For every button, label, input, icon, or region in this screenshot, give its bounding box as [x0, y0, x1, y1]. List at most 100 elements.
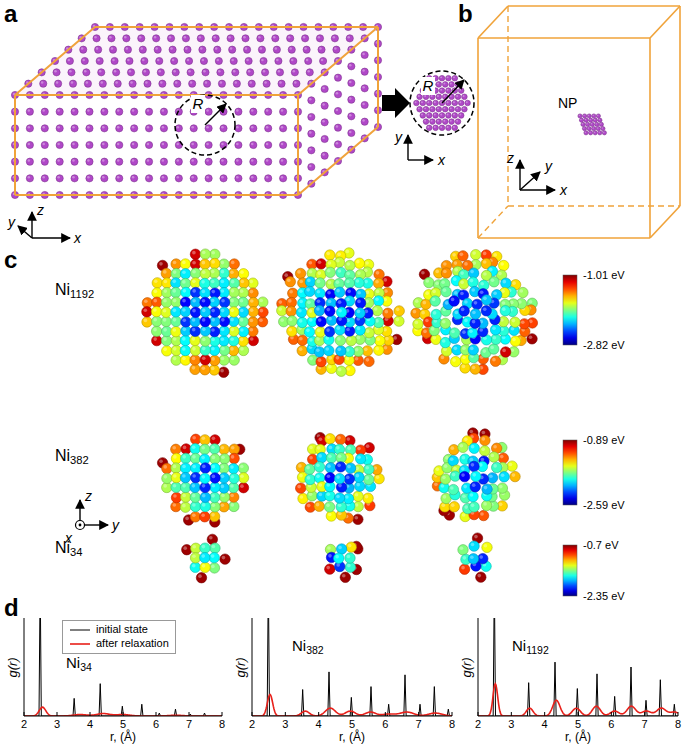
- atom-highlight: [102, 176, 105, 179]
- atom: [446, 113, 452, 119]
- atom: [316, 357, 326, 367]
- atom-highlight: [183, 289, 187, 293]
- atom-highlight: [328, 300, 332, 304]
- atom-highlight: [192, 474, 196, 478]
- atom: [220, 141, 227, 148]
- atom-highlight: [529, 300, 533, 304]
- atom: [229, 492, 239, 502]
- atom: [131, 141, 138, 148]
- atom: [459, 279, 469, 289]
- atom: [202, 69, 209, 76]
- atom: [321, 102, 328, 109]
- atom: [334, 287, 344, 297]
- atom: [581, 122, 585, 126]
- atom-highlight: [384, 278, 388, 282]
- atom-highlight: [206, 109, 209, 112]
- atom-highlight: [211, 260, 215, 264]
- atom-highlight: [307, 279, 311, 283]
- atom-highlight: [192, 503, 196, 507]
- atom-highlight: [163, 328, 167, 332]
- atom-highlight: [202, 318, 206, 322]
- atom-highlight: [326, 252, 330, 256]
- atom-highlight: [424, 107, 426, 109]
- atom: [248, 335, 258, 345]
- atom: [448, 456, 458, 466]
- atom-highlight: [87, 109, 90, 112]
- atom: [280, 108, 287, 115]
- atom: [458, 251, 468, 261]
- atom: [446, 88, 452, 94]
- atom: [592, 127, 596, 131]
- box-edge: [478, 37, 650, 39]
- atom-highlight: [579, 115, 580, 116]
- atom-highlight: [153, 328, 157, 332]
- atom: [346, 35, 353, 42]
- atom-highlight: [266, 159, 269, 162]
- atom-highlight: [221, 143, 224, 146]
- atom-highlight: [376, 475, 380, 479]
- atom-highlight: [192, 357, 196, 361]
- atom-highlight: [147, 159, 150, 162]
- atom-highlight: [230, 47, 233, 50]
- atom-highlight: [512, 338, 516, 342]
- atom: [298, 493, 308, 503]
- atom: [346, 542, 356, 552]
- atom-highlight: [322, 153, 325, 156]
- atom: [210, 463, 220, 473]
- atom-highlight: [249, 81, 252, 84]
- atom-highlight: [441, 280, 445, 284]
- atom: [394, 316, 404, 326]
- atom-highlight: [450, 446, 454, 450]
- atom-highlight: [173, 328, 177, 332]
- atom-highlight: [231, 446, 235, 450]
- atom-highlight: [299, 319, 303, 323]
- atom-highlight: [281, 126, 284, 129]
- atom-highlight: [220, 81, 223, 84]
- atom: [83, 69, 90, 76]
- atom-highlight: [162, 109, 165, 112]
- atom: [141, 57, 148, 64]
- atom-highlight: [362, 86, 365, 89]
- atom-highlight: [202, 347, 206, 351]
- atom: [127, 69, 134, 76]
- atom-highlight: [100, 81, 103, 84]
- atom-highlight: [456, 95, 458, 97]
- atom-highlight: [335, 555, 339, 559]
- atom: [423, 106, 429, 112]
- atom: [348, 129, 355, 136]
- atom-highlight: [338, 503, 342, 507]
- atom-highlight: [594, 119, 595, 120]
- atom: [291, 69, 298, 76]
- atom-highlight: [309, 148, 312, 151]
- atom: [596, 114, 600, 118]
- atom-highlight: [375, 347, 379, 351]
- atom-highlight: [588, 115, 589, 116]
- atom-highlight: [221, 328, 225, 332]
- atom: [497, 483, 507, 493]
- atom-highlight: [221, 280, 225, 284]
- atom-highlight: [326, 308, 330, 312]
- atom: [490, 325, 500, 335]
- atom: [324, 502, 334, 512]
- atom-highlight: [293, 70, 296, 73]
- atom: [142, 69, 149, 76]
- atom-highlight: [328, 281, 332, 285]
- atom: [71, 158, 78, 165]
- atom-highlight: [192, 554, 196, 558]
- atom: [101, 141, 108, 148]
- atom: [53, 69, 60, 76]
- atom-highlight: [328, 356, 332, 360]
- atom: [171, 316, 181, 326]
- atom: [86, 158, 93, 165]
- atom-highlight: [280, 318, 284, 322]
- atom: [171, 307, 181, 317]
- atom-highlight: [376, 271, 380, 275]
- atom-highlight: [592, 115, 593, 116]
- atom: [200, 269, 210, 279]
- atom-highlight: [192, 494, 196, 498]
- atom: [190, 278, 200, 288]
- atom-highlight: [182, 347, 186, 351]
- atom-highlight: [159, 459, 163, 463]
- atom-highlight: [185, 47, 188, 50]
- atom-highlight: [462, 346, 466, 350]
